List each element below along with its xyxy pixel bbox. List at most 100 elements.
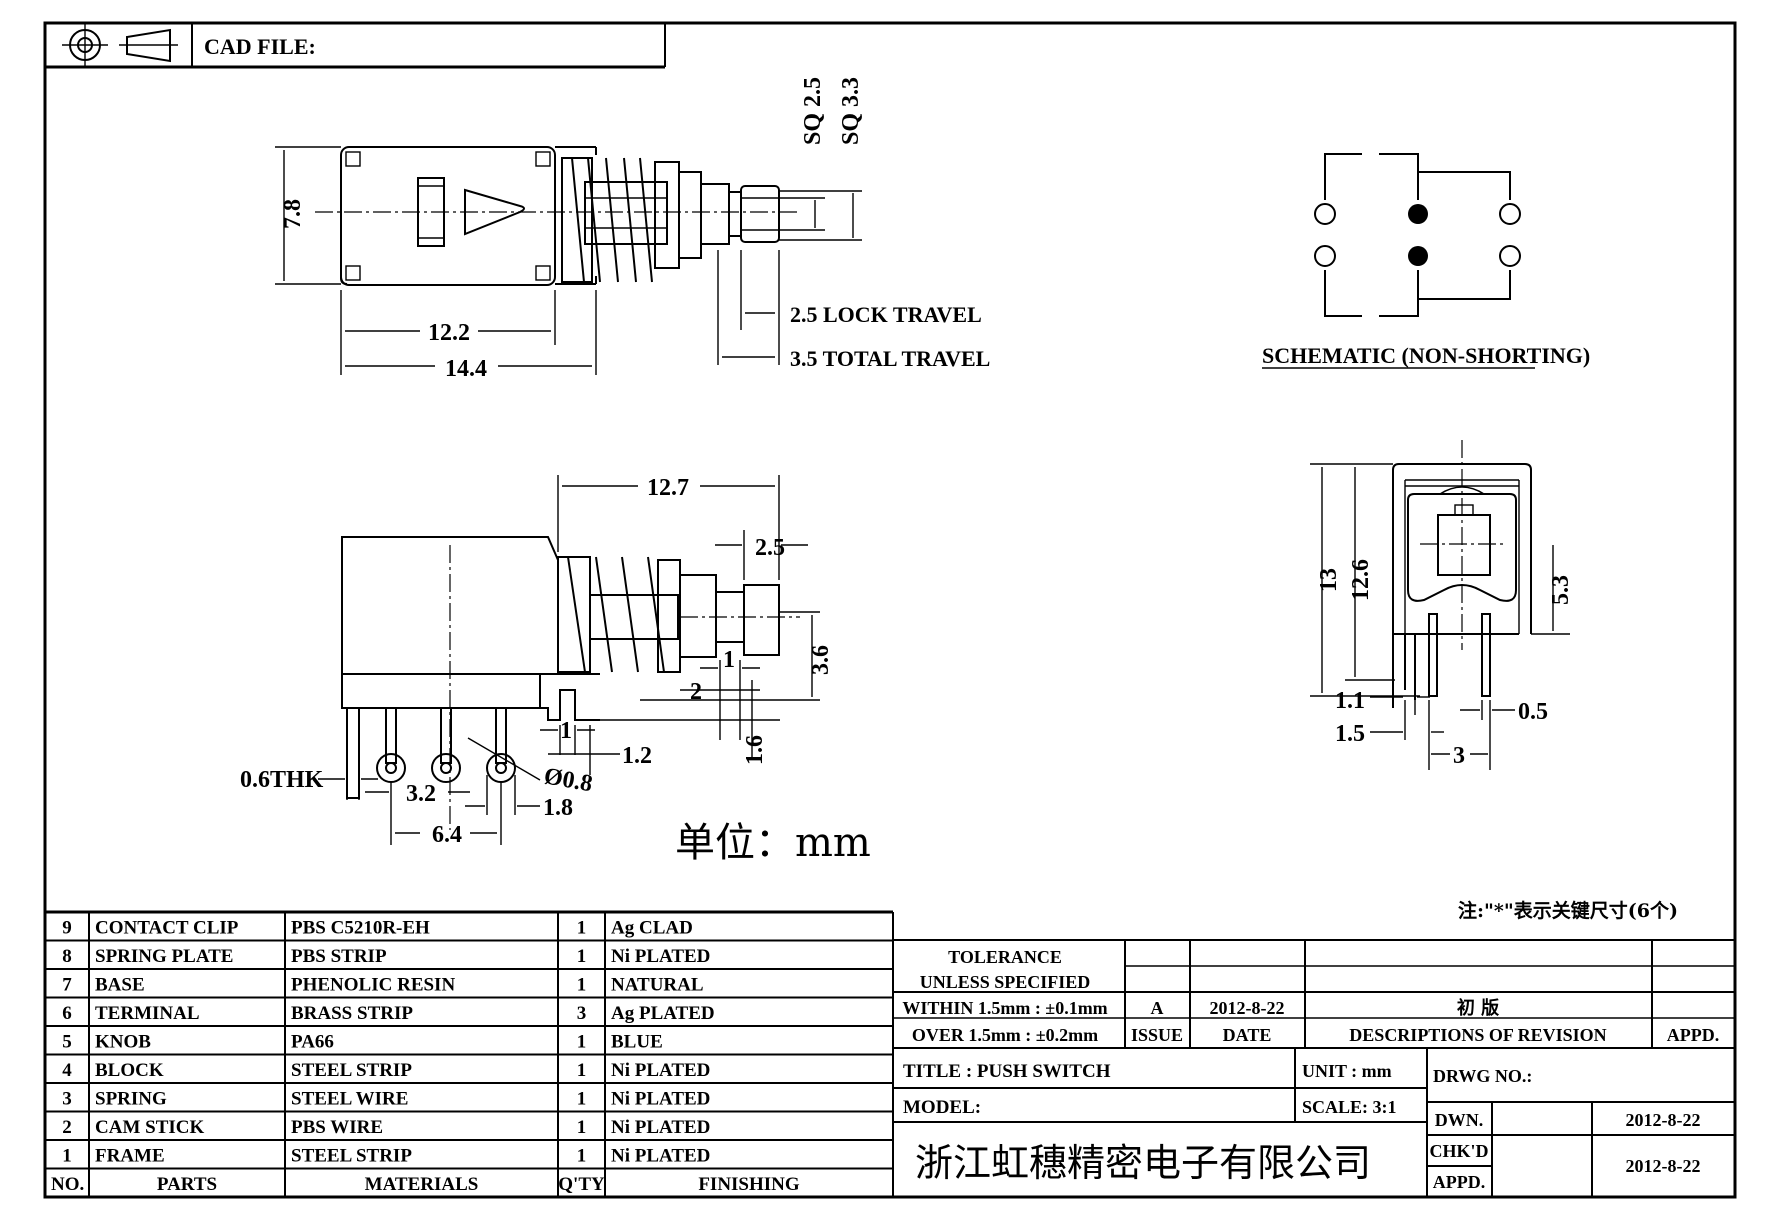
dim-pitch2: 6.4 xyxy=(432,822,462,848)
bom-cell-no: 1 xyxy=(62,1146,72,1167)
revision-description: 初 版 xyxy=(1457,997,1499,1019)
bom-cell-part: SPRING PLATE xyxy=(95,946,233,967)
bom-cell-finish: Ag PLATED xyxy=(611,1003,715,1024)
first-angle-projection-icon xyxy=(62,24,178,66)
approved-label: APPD. xyxy=(1433,1172,1486,1192)
bom-header-cell: NO. xyxy=(51,1174,84,1195)
terminal-open-icon xyxy=(1499,203,1521,225)
bom-cell-material: PA66 xyxy=(291,1032,334,1053)
bom-cell-finish: Ni PLATED xyxy=(611,946,710,967)
dim-d2: 2 xyxy=(690,679,702,705)
dim-h2: 12.6 xyxy=(1348,559,1374,601)
bom-header-cell: MATERIALS xyxy=(365,1174,479,1195)
terminal-open-icon xyxy=(1314,245,1336,267)
bom-cell-no: 7 xyxy=(62,975,72,996)
bom-cell-finish: BLUE xyxy=(611,1032,663,1053)
bom-cell-material: STEEL STRIP xyxy=(291,1146,412,1167)
title-block: TOLERANCE UNLESS SPECIFIED WITHIN 1.5mm … xyxy=(893,939,1735,1197)
terminal-common-icon xyxy=(1408,204,1428,224)
description-header: DESCRIPTIONS OF REVISION xyxy=(1349,1025,1606,1045)
bom-cell-part: FRAME xyxy=(95,1146,165,1167)
dim-sq-small: SQ 2.5 xyxy=(800,77,826,145)
bom-cell-qty: 1 xyxy=(577,1032,587,1053)
drawing-number-label: DRWG NO.: xyxy=(1433,1066,1532,1086)
company-name: 浙江虹穗精密电子有限公司 xyxy=(915,1141,1371,1185)
date-header: DATE xyxy=(1223,1025,1272,1045)
bom-cell-material: PBS C5210R-EH xyxy=(291,918,430,939)
terminal-common-icon xyxy=(1408,246,1428,266)
revision-issue: A xyxy=(1151,998,1164,1018)
dim-d4: 1.6 xyxy=(742,735,768,765)
bom-cell-material: PBS WIRE xyxy=(291,1117,383,1138)
dim-frame-length: 14.4 xyxy=(445,356,487,382)
dim-w1: 1.1 xyxy=(1335,688,1365,714)
dim-h3: 5.3 xyxy=(1548,575,1574,605)
drawn-date: 2012-8-22 xyxy=(1626,1110,1701,1130)
bom-cell-finish: NATURAL xyxy=(611,975,704,996)
bom-cell-finish: Ni PLATED xyxy=(611,1060,710,1081)
tolerance-within: WITHIN 1.5mm : ±0.1mm xyxy=(902,998,1107,1018)
bom-row: 7 BASE PHENOLIC RESIN 1 NATURAL xyxy=(62,975,703,996)
bom-cell-qty: 1 xyxy=(577,975,587,996)
top-view: 7.8 12.2 14.4 2.5 LOCK TRAVEL 3.5 TOTAL … xyxy=(275,77,990,382)
dim-d5: 1 xyxy=(560,718,572,744)
bom-cell-finish: Ag CLAD xyxy=(611,918,693,939)
dim-d3: 3.6 xyxy=(808,645,834,675)
bom-cell-qty: 1 xyxy=(577,1089,587,1110)
bom-cell-part: BLOCK xyxy=(95,1060,164,1081)
terminal-open-icon xyxy=(1314,203,1336,225)
bom-cell-part: BASE xyxy=(95,975,145,996)
bom-header-cell: Q'TY xyxy=(558,1174,605,1195)
bom-cell-qty: 1 xyxy=(577,1117,587,1138)
dim-thickness: 0.6THK xyxy=(240,767,324,793)
dim-d1: 1 xyxy=(723,647,735,673)
bom-cell-qty: 3 xyxy=(577,1003,587,1024)
bom-cell-finish: Ni PLATED xyxy=(611,1117,710,1138)
tolerance-over: OVER 1.5mm : ±0.2mm xyxy=(912,1025,1098,1045)
side-view: 12.7 2.5 3.6 1 2 1.6 1 1.2 Ø0.8 0.6THK xyxy=(240,475,871,866)
dim-pad: 1.8 xyxy=(543,795,573,821)
cad-file-label: CAD FILE: xyxy=(204,34,316,59)
revision-date: 2012-8-22 xyxy=(1210,998,1285,1018)
dim-knob: 2.5 xyxy=(755,535,785,561)
drawing-title: TITLE : PUSH SWITCH xyxy=(903,1061,1111,1082)
dim-h1: 13 xyxy=(1316,568,1342,592)
bom-cell-no: 9 xyxy=(62,918,72,939)
bom-cell-finish: Ni PLATED xyxy=(611,1089,710,1110)
bom-cell-part: CONTACT CLIP xyxy=(95,918,239,939)
bom-cell-part: SPRING xyxy=(95,1089,167,1110)
dim-overall: 12.7 xyxy=(647,475,689,501)
unit-note: 单位：mm xyxy=(675,820,871,866)
bom-cell-material: PHENOLIC RESIN xyxy=(291,975,455,996)
bom-cell-part: KNOB xyxy=(95,1032,151,1053)
bom-cell-finish: Ni PLATED xyxy=(611,1146,710,1167)
dim-height: 7.8 xyxy=(280,199,306,229)
bom-header-cell: PARTS xyxy=(157,1174,217,1195)
key-dimension-note: 注:"*"表示关键尺寸(6个) xyxy=(1458,899,1678,922)
bom-cell-material: STEEL WIRE xyxy=(291,1089,408,1110)
dim-d6: 1.2 xyxy=(622,743,652,769)
dim-body-length: 12.2 xyxy=(428,320,470,346)
front-view: 13 12.6 5.3 1.1 1.5 0.5 3 xyxy=(1310,440,1574,770)
bom-cell-material: BRASS STRIP xyxy=(291,1003,413,1024)
bom-cell-no: 6 xyxy=(62,1003,72,1024)
checked-label: CHK'D xyxy=(1429,1141,1488,1161)
bom-cell-qty: 1 xyxy=(577,946,587,967)
bom-row: 3 SPRING STEEL WIRE 1 Ni PLATED xyxy=(62,1089,710,1110)
bom-cell-qty: 1 xyxy=(577,1060,587,1081)
dim-total-travel: 3.5 TOTAL TRAVEL xyxy=(790,346,990,371)
header-strip: CAD FILE: xyxy=(45,23,666,69)
tolerance-title: TOLERANCE xyxy=(948,947,1062,967)
bom-cell-no: 3 xyxy=(62,1089,72,1110)
checked-date: 2012-8-22 xyxy=(1626,1156,1701,1176)
scale-label: SCALE: 3:1 xyxy=(1302,1097,1397,1117)
unit-label: UNIT : mm xyxy=(1302,1061,1392,1081)
drawn-label: DWN. xyxy=(1435,1110,1484,1130)
appd-header: APPD. xyxy=(1667,1025,1720,1045)
